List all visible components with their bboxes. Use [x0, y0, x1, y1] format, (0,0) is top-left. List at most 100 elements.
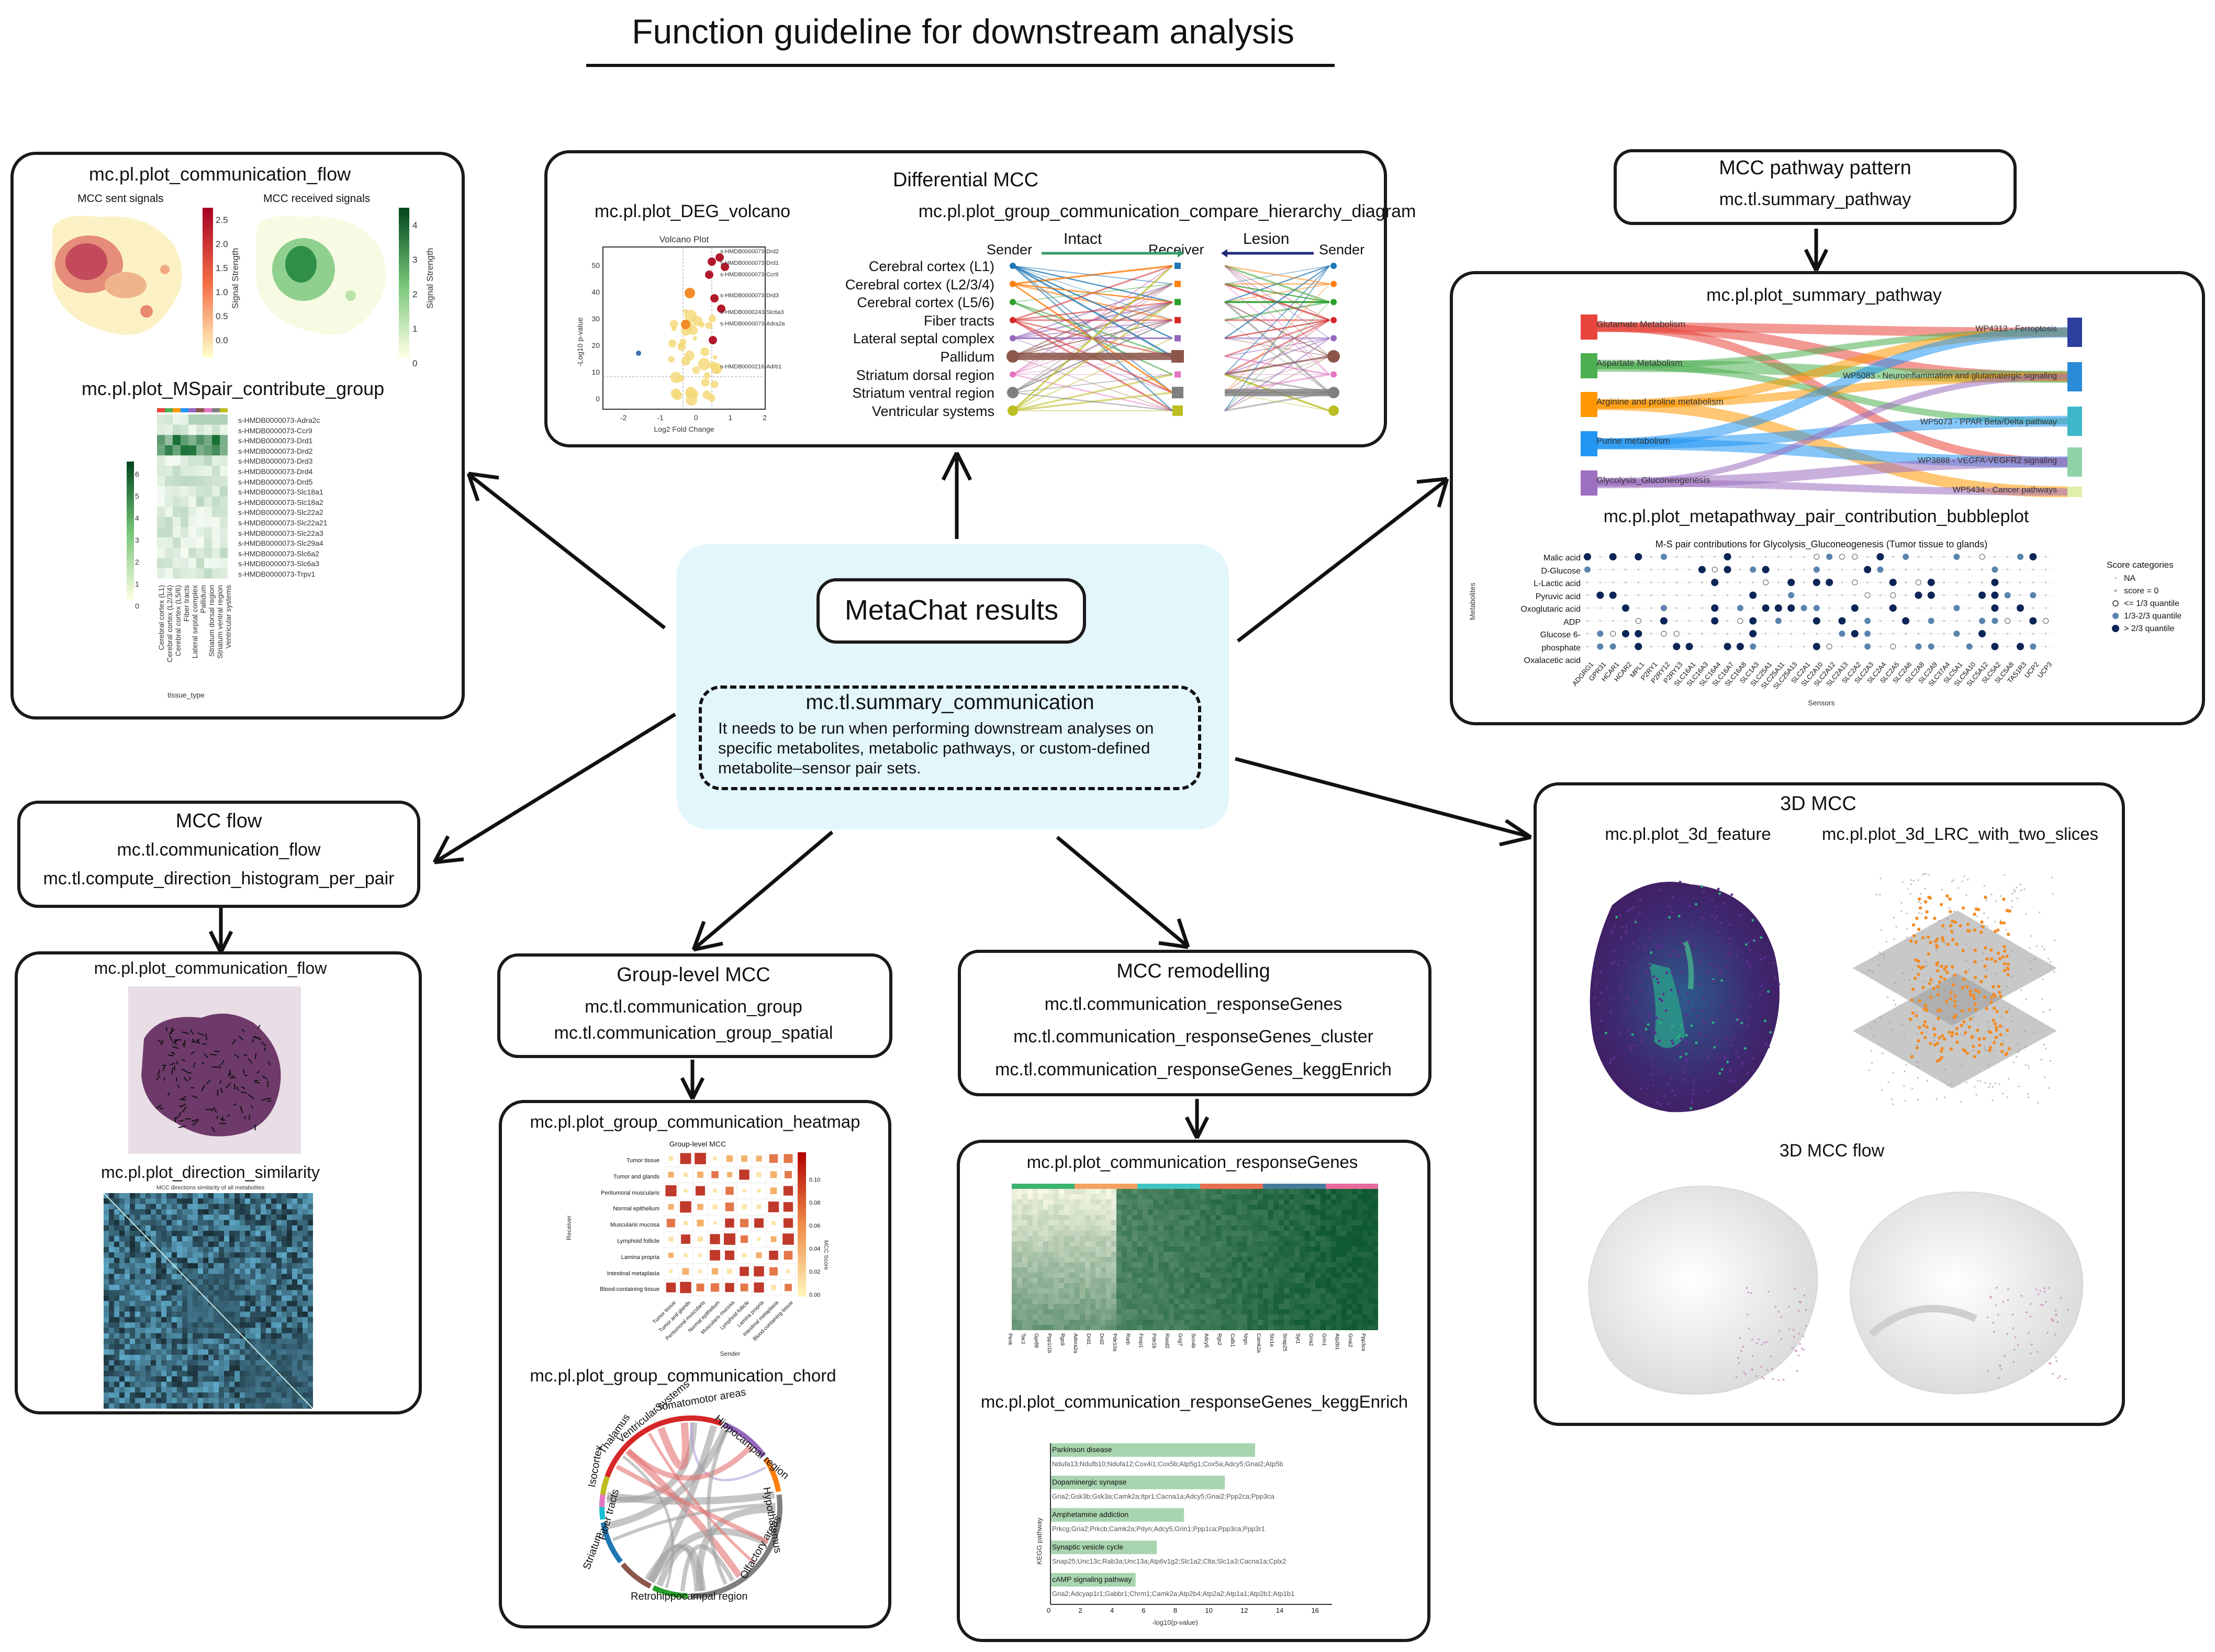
similarity-cell: [234, 1279, 240, 1285]
similarity-cell: [130, 1349, 135, 1355]
similarity-cell: [114, 1198, 119, 1204]
mspair-cell: [204, 486, 212, 497]
response-cell: [1242, 1314, 1247, 1320]
similarity-cell: [156, 1268, 161, 1274]
response-cell: [1174, 1205, 1179, 1210]
similarity-cell: [303, 1317, 308, 1323]
response-cell: [1184, 1226, 1190, 1231]
response-cell: [1216, 1236, 1221, 1241]
response-cell: [1164, 1278, 1169, 1283]
similarity-cell: [151, 1220, 156, 1226]
3d-feature-dot: [1706, 1089, 1709, 1093]
similarity-cell: [219, 1263, 224, 1269]
similarity-cell: [172, 1295, 177, 1301]
volcano-point: [708, 394, 715, 402]
similarity-cell: [114, 1225, 119, 1231]
similarity-cell: [156, 1355, 161, 1361]
similarity-cell: [266, 1344, 271, 1350]
response-cell: [1038, 1304, 1043, 1309]
similarity-cell: [203, 1274, 208, 1279]
response-cell: [1111, 1210, 1116, 1215]
similarity-cell: [287, 1204, 292, 1209]
response-cell: [1043, 1236, 1048, 1241]
bubble-dot: [1826, 554, 1833, 560]
response-cell: [1221, 1299, 1226, 1304]
response-cell: [1232, 1278, 1237, 1283]
direction-similarity-heatmap: [104, 1193, 313, 1409]
similarity-cell: [266, 1370, 271, 1377]
similarity-cell: [234, 1225, 240, 1231]
similarity-cell: [255, 1322, 261, 1328]
bubble-dot: [1917, 607, 1920, 609]
similarity-cell: [266, 1322, 271, 1328]
response-cell: [1221, 1267, 1226, 1273]
bubble-dot: [1981, 645, 1984, 648]
response-cell: [1069, 1309, 1075, 1314]
response-cell: [1027, 1231, 1033, 1236]
response-cell: [1221, 1257, 1226, 1262]
response-cell: [1111, 1189, 1116, 1194]
similarity-cell: [114, 1252, 119, 1258]
similarity-cell: [161, 1274, 166, 1279]
similarity-cell: [119, 1295, 125, 1301]
similarity-cell: [287, 1317, 292, 1323]
similarity-cell: [146, 1247, 151, 1253]
3d-feature-dot: [1735, 1050, 1738, 1053]
hier-node-sender-left: [1010, 280, 1016, 287]
similarity-cell: [255, 1279, 261, 1285]
bubble-dot: [1991, 579, 1999, 586]
bubble-dot: [1711, 617, 1719, 625]
response-cell: [1090, 1309, 1095, 1314]
title-underline: [586, 64, 1335, 67]
similarity-cell: [245, 1193, 250, 1199]
response-cell: [1279, 1210, 1284, 1215]
mspair-cell: [157, 558, 165, 568]
similarity-cell: [109, 1344, 114, 1350]
similarity-cell: [166, 1306, 172, 1312]
response-cell: [1284, 1226, 1289, 1231]
group-heat-fn: mc.pl.plot_group_communication_heatmap: [530, 1112, 860, 1131]
similarity-cell: [219, 1252, 224, 1258]
bubble-dot: [1905, 633, 1907, 635]
similarity-cell: [287, 1236, 292, 1242]
response-cell: [1090, 1283, 1095, 1288]
similarity-cell: [255, 1257, 261, 1263]
response-cell: [1315, 1273, 1321, 1278]
similarity-cell: [130, 1311, 135, 1317]
similarity-cell: [156, 1349, 161, 1355]
hier-node-sender-left: [1008, 405, 1018, 416]
similarity-cell: [240, 1355, 245, 1361]
similarity-cell: [219, 1225, 224, 1231]
similarity-cell: [104, 1285, 109, 1290]
bubble-dot: [1737, 618, 1743, 624]
similarity-cell: [119, 1247, 125, 1253]
similarity-cell: [203, 1365, 208, 1371]
flow-arrow: [178, 1119, 184, 1122]
response-cell: [1216, 1231, 1221, 1236]
response-cell: [1226, 1220, 1232, 1226]
response-cell: [1027, 1278, 1033, 1283]
response-cell: [1054, 1246, 1059, 1252]
response-cell: [1169, 1273, 1174, 1278]
similarity-cell: [161, 1311, 166, 1317]
response-cell: [1164, 1231, 1169, 1236]
mspair-row: s-HMDB0000073-Drd1: [238, 436, 313, 445]
similarity-cell: [224, 1387, 229, 1393]
response-cell: [1284, 1294, 1289, 1299]
response-cell: [1106, 1246, 1111, 1252]
similarity-cell: [208, 1370, 214, 1377]
response-cell: [1043, 1283, 1048, 1288]
response-band: [1336, 1184, 1341, 1189]
response-cell: [1221, 1262, 1226, 1267]
similarity-cell: [282, 1285, 287, 1290]
response-cell: [1247, 1320, 1252, 1325]
response-cell: [1284, 1257, 1289, 1262]
3d-feature-dot: [1726, 1061, 1729, 1064]
similarity-cell: [125, 1370, 130, 1377]
bubble-dot: [1927, 591, 1935, 599]
response-cell: [1321, 1246, 1326, 1252]
similarity-cell: [229, 1204, 234, 1209]
mspair-cell: [204, 476, 212, 487]
bubble-dot: [2044, 581, 2047, 583]
response-cell: [1022, 1189, 1027, 1194]
